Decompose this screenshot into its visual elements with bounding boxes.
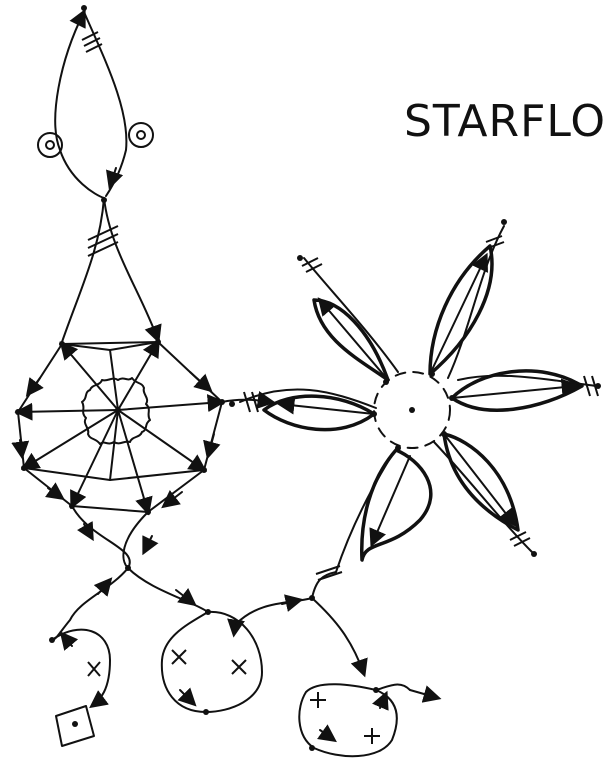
- foot-to-star-flow: [236, 566, 342, 624]
- star-petal-lower-left: [336, 450, 431, 572]
- head-flow: [55, 12, 126, 198]
- legs-flow: [52, 506, 208, 640]
- center-foot-loop: [162, 609, 262, 715]
- square-node-icon: [56, 706, 94, 746]
- star-petal-right: [452, 371, 598, 410]
- body-rim-arrows: [20, 372, 214, 506]
- star-petal-upper-right: [430, 226, 504, 378]
- left-foot: [49, 630, 110, 706]
- star-petal-left: [240, 389, 376, 429]
- right-eye-icon: [129, 123, 153, 147]
- star-petal-lower-right: [434, 434, 532, 552]
- neck-flow: [62, 5, 158, 342]
- body-hexagon: [15, 339, 225, 515]
- star-petal-upper-left: [302, 258, 398, 380]
- right-foot-loop: [299, 598, 438, 756]
